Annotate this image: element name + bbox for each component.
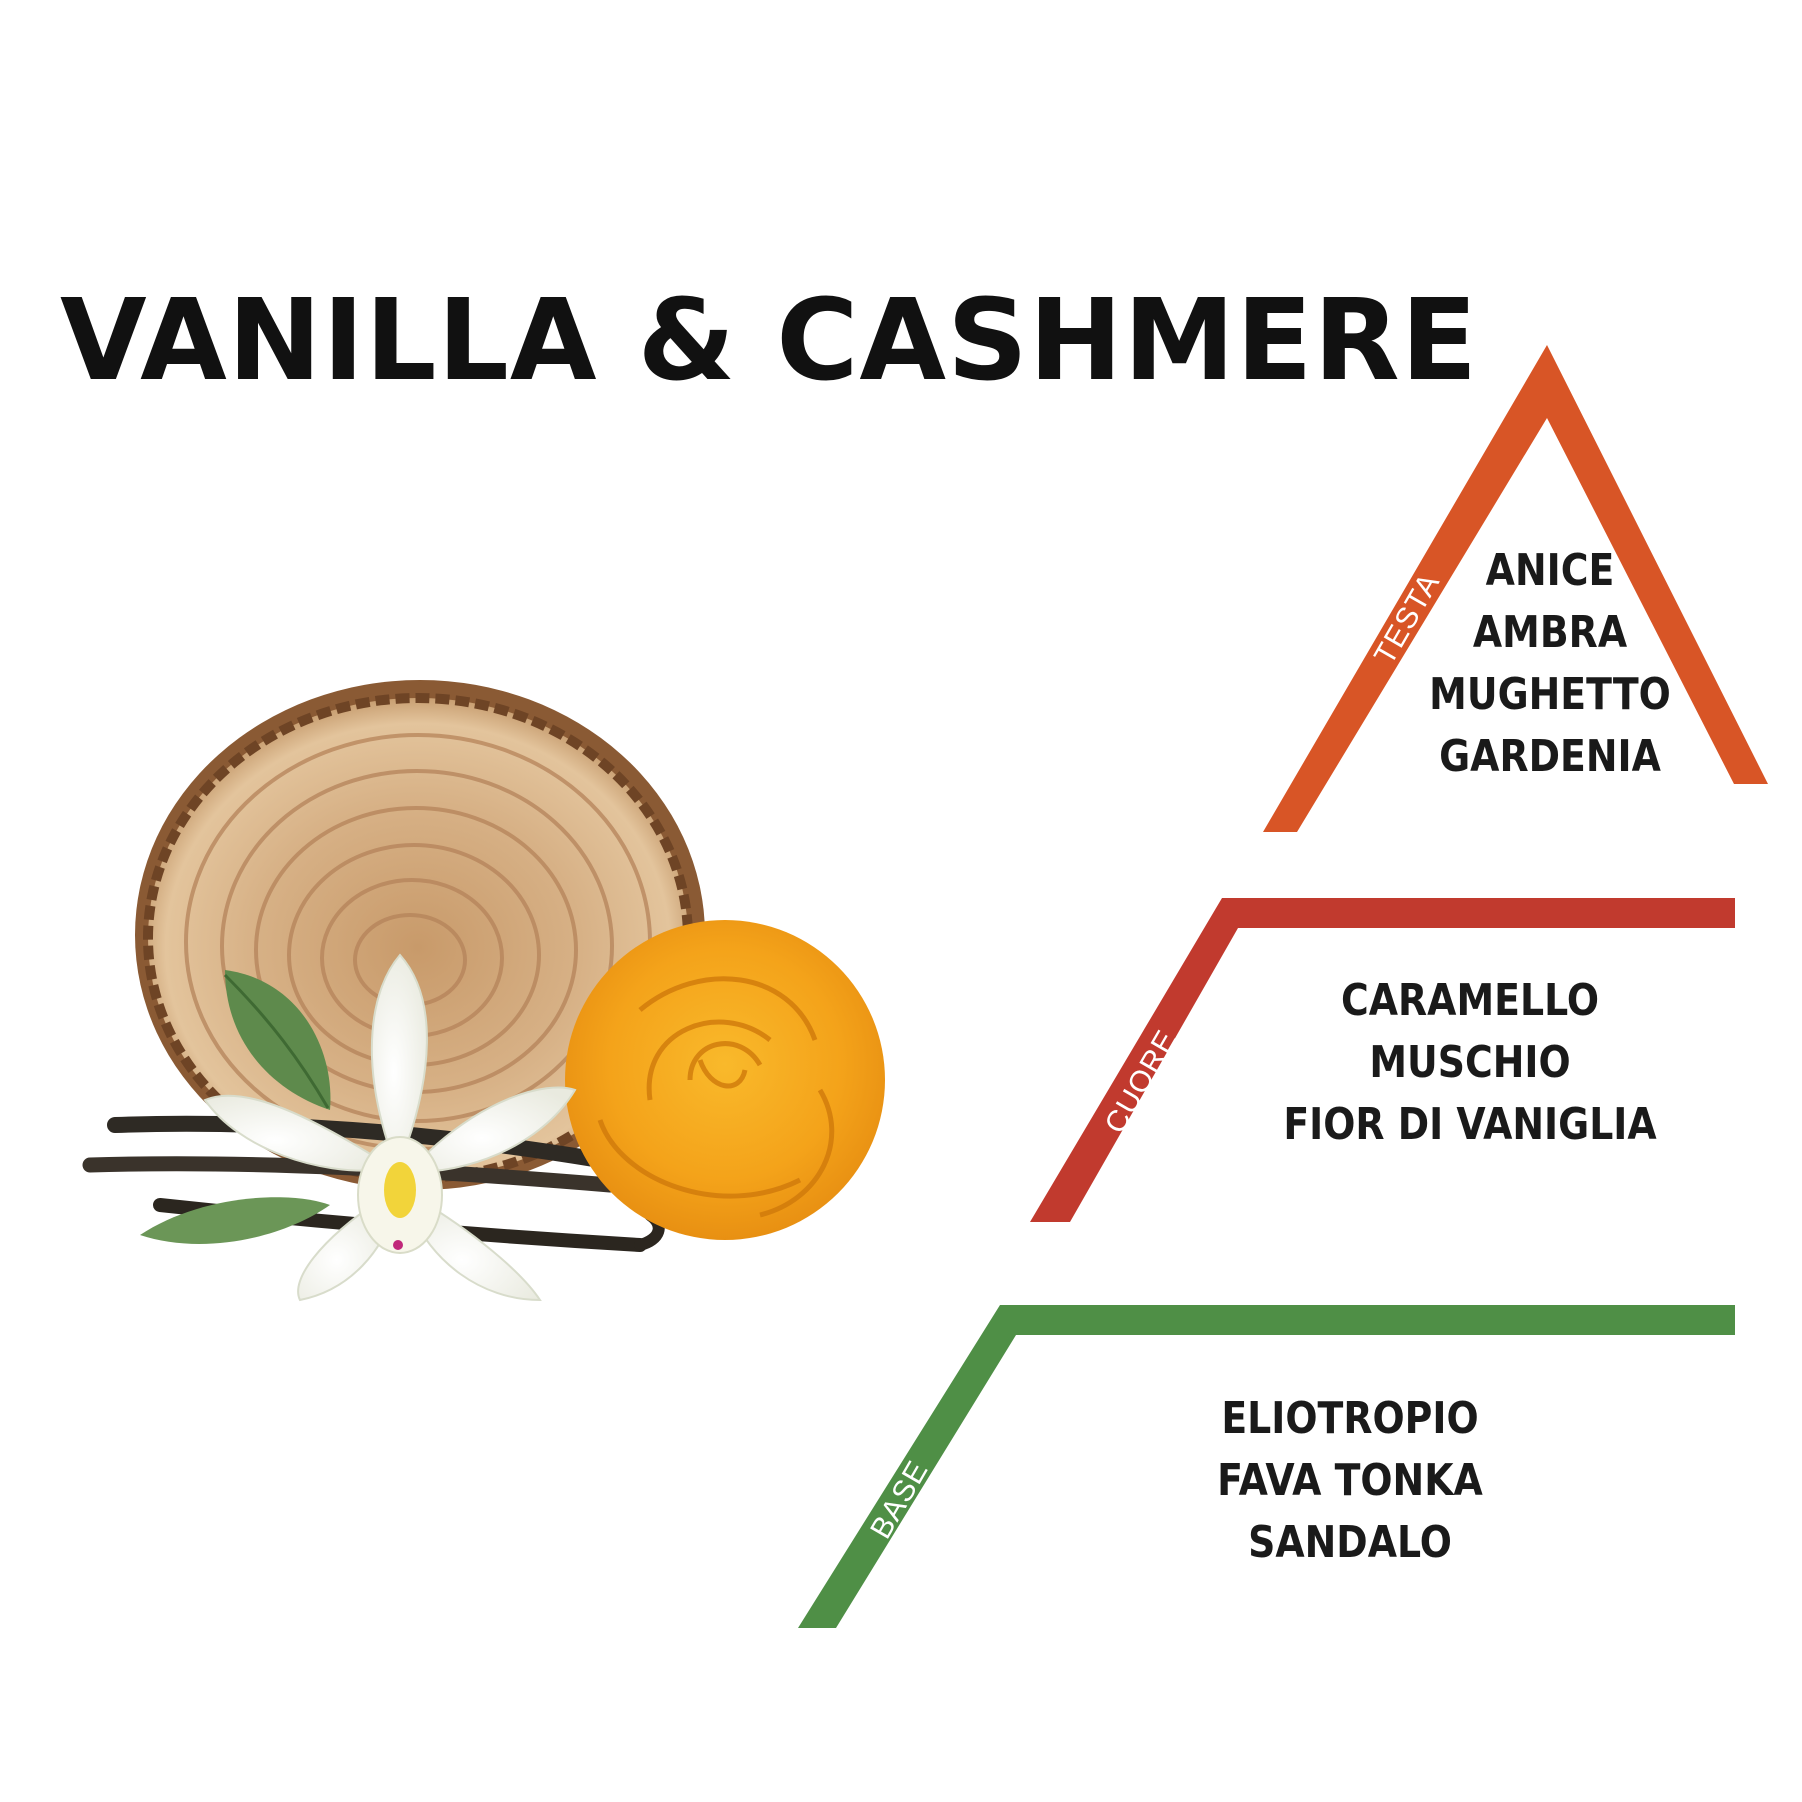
note-item: MUGHETTO <box>1429 669 1671 720</box>
base-notes: ELIOTROPIO FAVA TONKA SANDALO <box>1204 1388 1496 1574</box>
tier-testa-frame <box>1263 345 1768 832</box>
note-item: GARDENIA <box>1439 731 1661 782</box>
note-item: SANDALO <box>1248 1517 1452 1568</box>
leaf-icon <box>140 970 331 1244</box>
rose-icon <box>565 920 885 1240</box>
tier-cuore-frame <box>1030 898 1735 1222</box>
note-item: MUSCHIO <box>1369 1037 1571 1088</box>
note-item: FAVA TONKA <box>1217 1455 1483 1506</box>
note-item: CARAMELLO <box>1340 975 1600 1026</box>
note-item: ELIOTROPIO <box>1221 1393 1479 1444</box>
vanilla-flower-icon <box>203 953 577 1302</box>
note-item: ANICE <box>1485 545 1615 596</box>
note-item: FIOR DI VANIGLIA <box>1283 1099 1657 1150</box>
cuore-notes: CARAMELLO MUSCHIO FIOR DI VANIGLIA <box>1281 970 1659 1156</box>
note-item: AMBRA <box>1472 607 1628 658</box>
testa-notes: ANICE AMBRA MUGHETTO GARDENIA <box>1404 540 1696 788</box>
page-title: VANILLA & CASHMERE <box>60 276 1479 406</box>
